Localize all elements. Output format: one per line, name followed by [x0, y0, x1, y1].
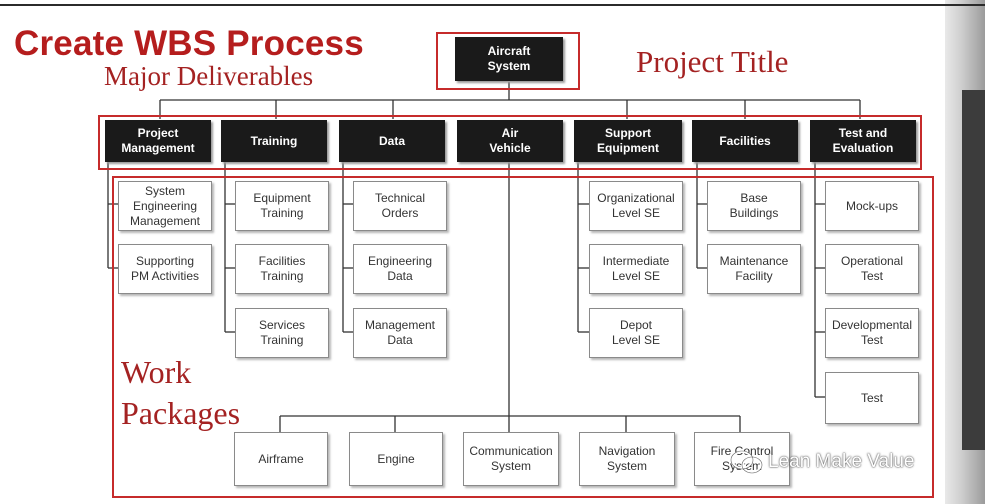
- work-package: Airframe: [234, 432, 328, 486]
- work-package: Services Training: [235, 308, 329, 358]
- work-package: Depot Level SE: [589, 308, 683, 358]
- deliverable-facilities: Facilities: [692, 120, 798, 162]
- work-package: Organizational Level SE: [589, 181, 683, 231]
- slide-title: Create WBS Process: [14, 24, 364, 63]
- deliverable-training: Training: [221, 120, 327, 162]
- work-package: Management Data: [353, 308, 447, 358]
- work-packages-label: Work Packages: [121, 352, 240, 434]
- work-package: Navigation System: [579, 432, 675, 486]
- project-title-label: Project Title: [636, 44, 789, 79]
- work-package: Base Buildings: [707, 181, 801, 231]
- work-packages-highlight: [112, 176, 934, 498]
- project-title-highlight: [436, 32, 580, 90]
- work-package: Test: [825, 372, 919, 424]
- work-package: Maintenance Facility: [707, 244, 801, 294]
- work-packages-label-line1: Work: [121, 354, 192, 390]
- work-package: Communication System: [463, 432, 559, 486]
- major-deliverables-label: Major Deliverables: [104, 61, 314, 91]
- work-package: Supporting PM Activities: [118, 244, 212, 294]
- deliverable-test-and-evaluation: Test and Evaluation: [810, 120, 916, 162]
- work-packages-label-line2: Packages: [121, 395, 241, 431]
- work-package: Intermediate Level SE: [589, 244, 683, 294]
- background-decoration-dark: [962, 90, 985, 450]
- work-package: Operational Test: [825, 244, 919, 294]
- top-rule: [0, 4, 985, 6]
- deliverable-air-vehicle: Air Vehicle: [457, 120, 563, 162]
- deliverable-support-equipment: Support Equipment: [574, 120, 682, 162]
- wechat-icon: [730, 450, 763, 474]
- work-package: Facilities Training: [235, 244, 329, 294]
- work-package: Mock-ups: [825, 181, 919, 231]
- work-package: System Engineering Management: [118, 181, 212, 231]
- deliverable-data: Data: [339, 120, 445, 162]
- root-node-aircraft-system: Aircraft System: [455, 37, 563, 81]
- work-package: Technical Orders: [353, 181, 447, 231]
- work-package: Equipment Training: [235, 181, 329, 231]
- work-package: Engine: [349, 432, 443, 486]
- work-package: Developmental Test: [825, 308, 919, 358]
- major-deliverables-highlight: [98, 115, 922, 170]
- work-package: Engineering Data: [353, 244, 447, 294]
- watermark-text: Lean Make Value: [768, 451, 915, 472]
- deliverable-project-management: Project Management: [105, 120, 211, 162]
